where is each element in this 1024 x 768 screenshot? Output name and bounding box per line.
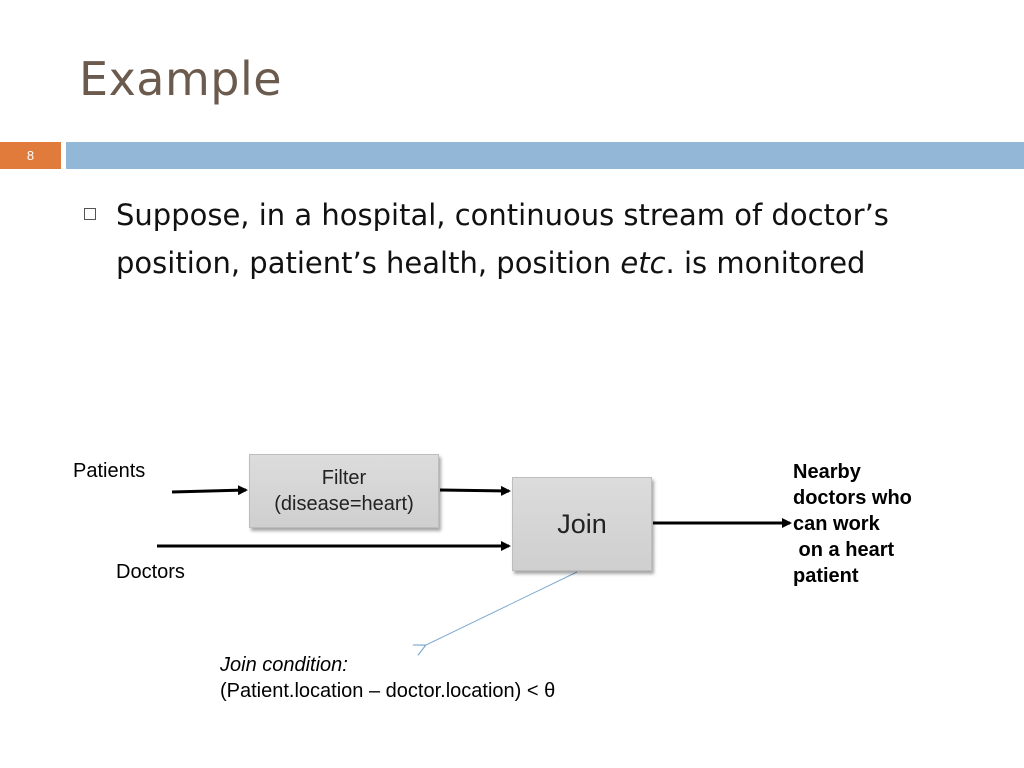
join-condition-title: Join condition: [220, 654, 348, 676]
patients-label: Patients [73, 460, 146, 482]
filter-to-join-arrow [439, 485, 511, 496]
filter-box-title: Filter [321, 467, 367, 489]
filter-box: Filter (disease=heart) [249, 454, 439, 528]
bullet-text-tail: . is monitored [665, 246, 866, 280]
bullet-text-lead: Suppose, in a hospital, continuous strea… [116, 198, 889, 280]
bullet-text-etc: etc [620, 246, 666, 280]
join-condition-expression: (Patient.location – doctor.location) < θ [220, 680, 556, 702]
filter-box-condition: (disease=heart) [274, 493, 414, 515]
output-label: Nearby doctors who can work on a heart p… [793, 461, 912, 587]
patients-to-filter-arrow [171, 485, 248, 496]
bullet-text: Suppose, in a hospital, continuous strea… [116, 191, 996, 287]
page-number: 8 [0, 142, 61, 169]
join-box-title: Join [557, 508, 607, 539]
doctors-label: Doctors [116, 561, 185, 583]
slide-title: Example [79, 52, 283, 106]
join-condition: Join condition: (Patient.location – doct… [220, 652, 555, 704]
header-bar [66, 142, 1024, 169]
bullet-square-icon [84, 208, 96, 220]
join-box: Join [512, 477, 652, 571]
join-condition-callout-line [424, 571, 578, 646]
